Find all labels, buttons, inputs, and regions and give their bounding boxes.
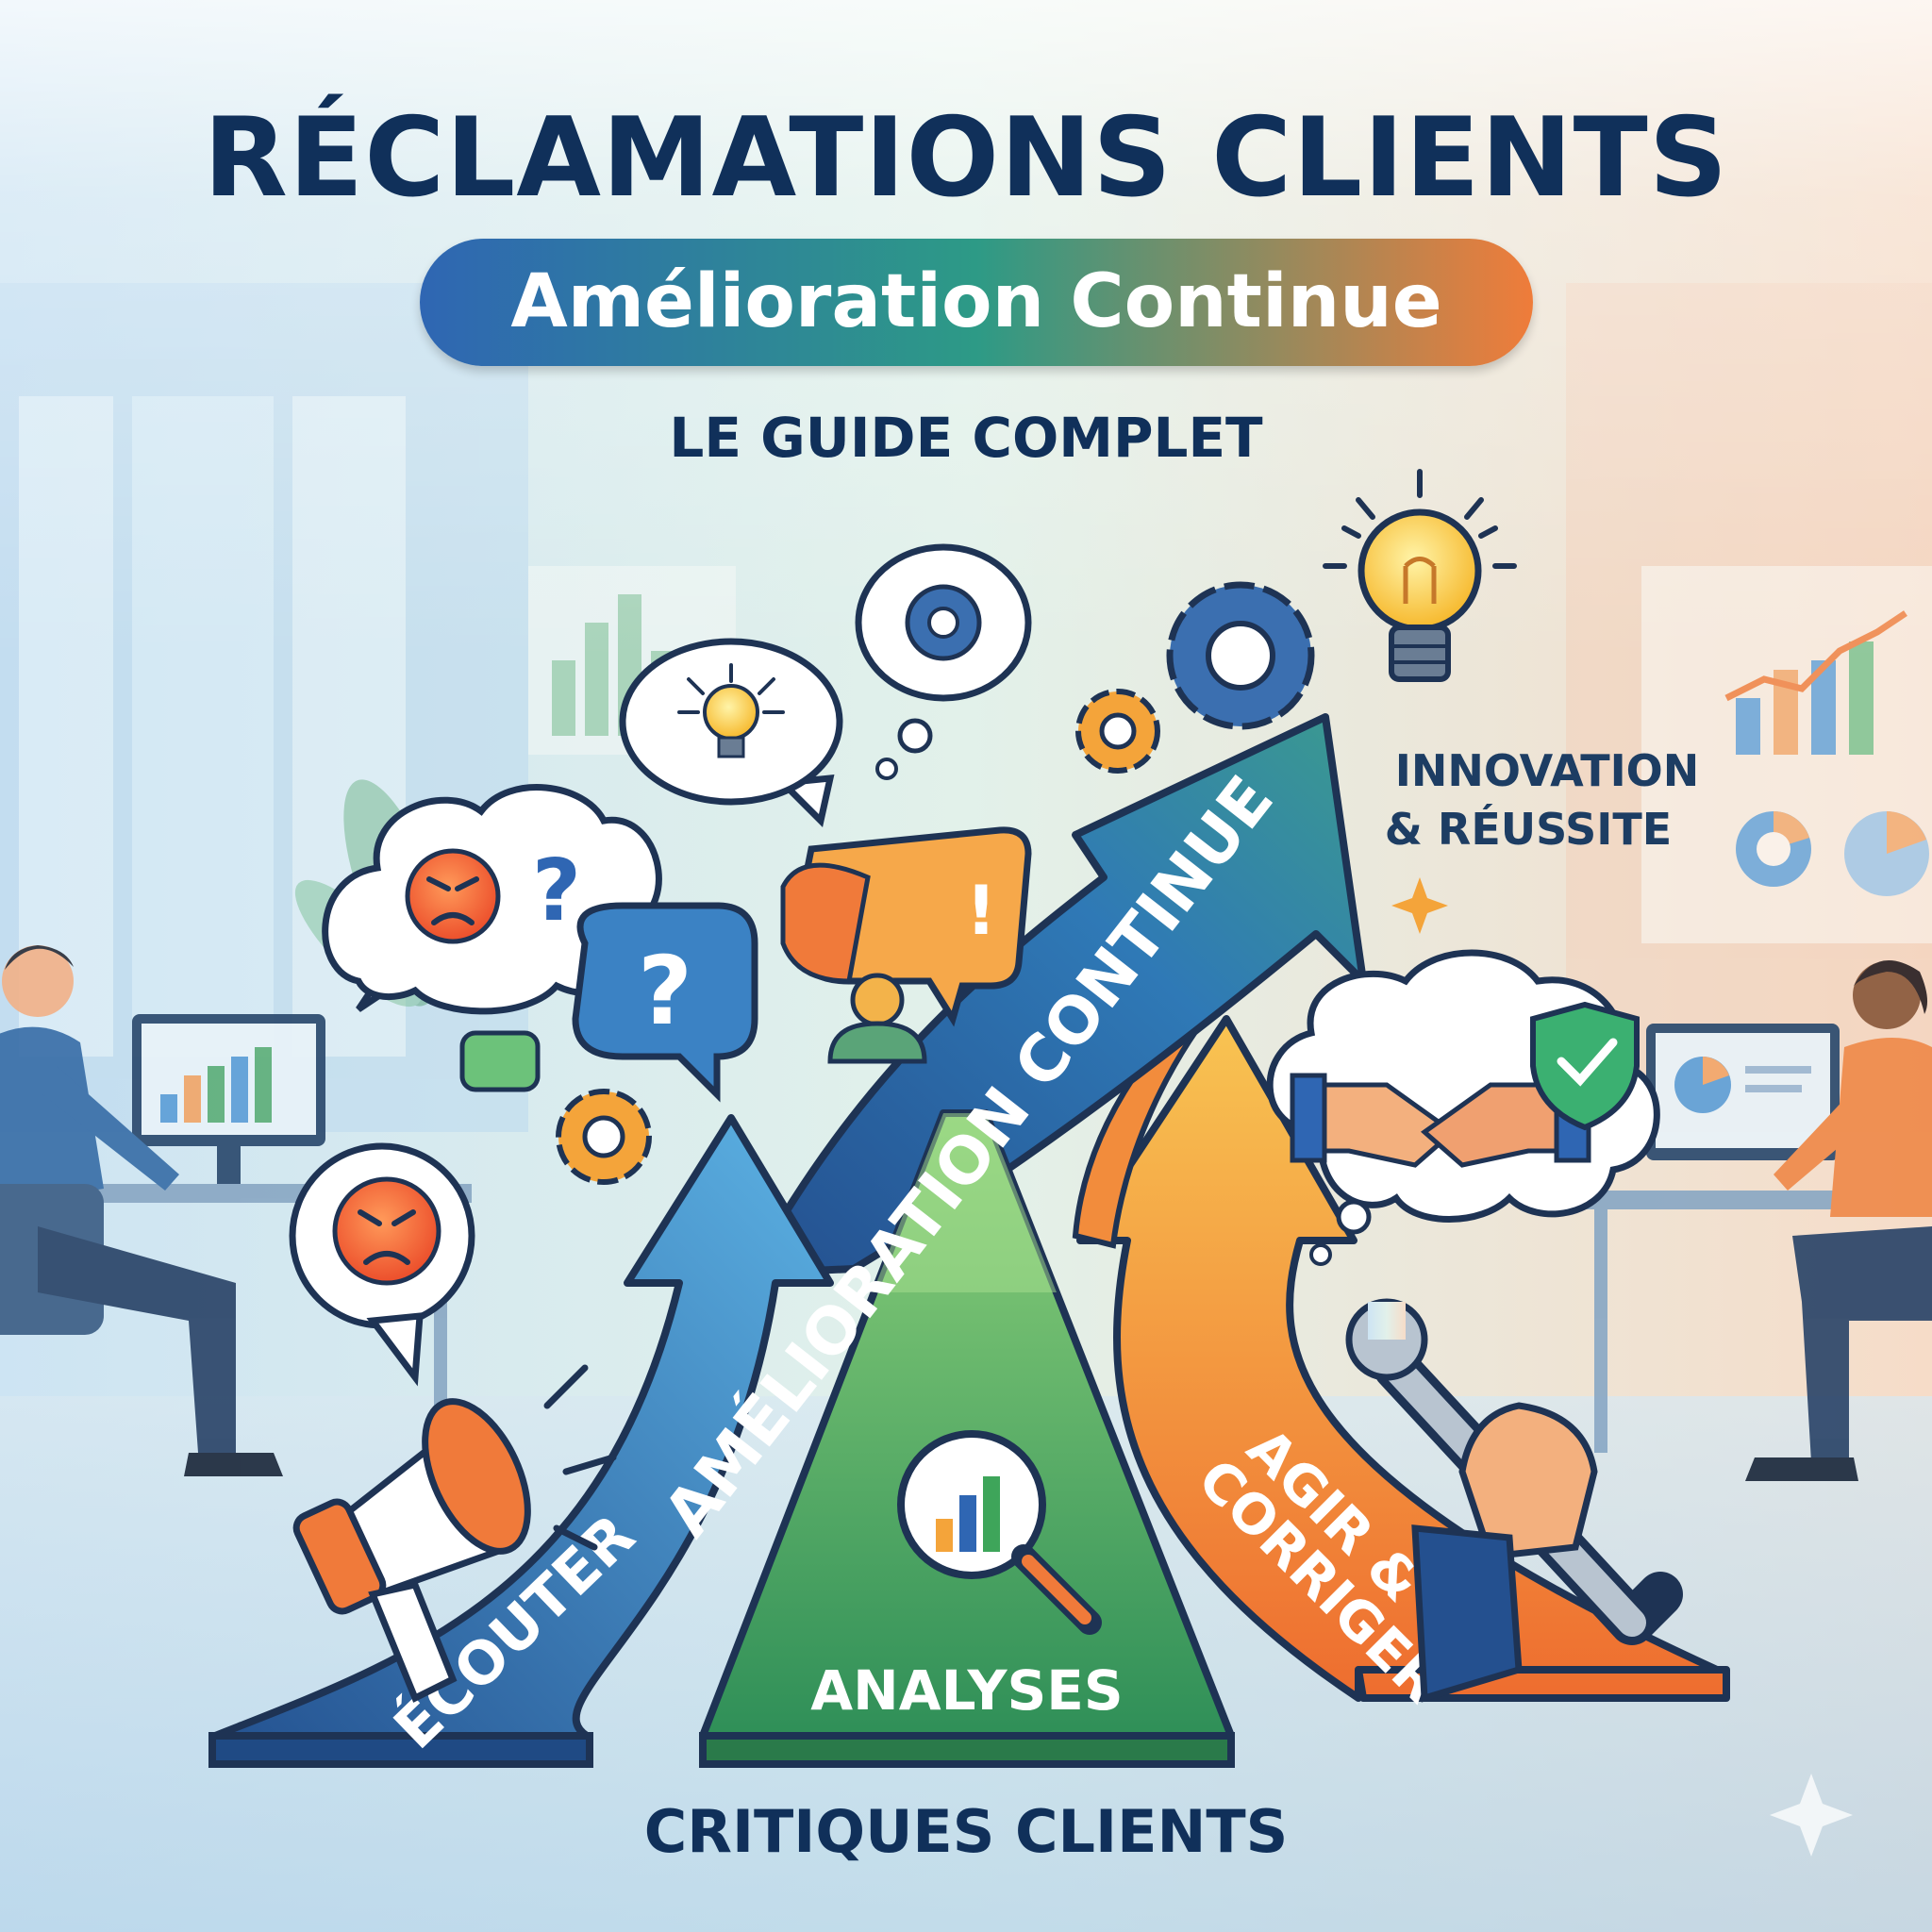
angry-face-icon <box>332 1176 441 1286</box>
user-icon <box>827 973 927 1064</box>
gear-bubble <box>855 543 1032 780</box>
question-bubble: ? <box>572 902 758 1103</box>
page-title: RÉCLAMATIONS CLIENTS <box>203 94 1729 222</box>
subtitle-pill: Amélioration Continue <box>420 239 1533 366</box>
subtitle-pill-text: Amélioration Continue <box>510 259 1442 344</box>
idea-bubble <box>619 638 843 827</box>
analyze-arrow-label: ANALYSES <box>810 1658 1123 1723</box>
wall-chart-right <box>1724 610 1929 896</box>
act-correct-arrow <box>1076 1015 1730 1702</box>
hand <box>1411 1402 1598 1703</box>
magnifier-chart-icon <box>897 1430 1102 1635</box>
partnership-cloud <box>1266 949 1660 1266</box>
question-mark-icon: ? <box>532 841 581 941</box>
shield-check-icon <box>1530 1001 1640 1131</box>
complaint-cloud: ? <box>322 784 662 1015</box>
sparkle-icon <box>1770 1774 1853 1857</box>
guide-subtitle: LE GUIDE COMPLET <box>669 406 1263 470</box>
worker-right <box>1575 960 1932 1481</box>
listen-arrow-base <box>208 1732 593 1768</box>
angry-face-icon <box>405 848 501 944</box>
analyze-arrow-base <box>699 1732 1235 1768</box>
gear-icon <box>556 1089 652 1185</box>
small-green-bubble <box>459 1030 541 1092</box>
innovation-label-line1: INNOVATION <box>1394 745 1700 796</box>
sparkle-icon <box>1391 877 1448 934</box>
angry-bubble <box>289 1142 475 1387</box>
gear-icon <box>1075 689 1160 774</box>
worker-left <box>0 945 472 1476</box>
footer-label: CRITIQUES CLIENTS <box>643 1797 1289 1866</box>
question-mark-icon: ? <box>638 936 692 1046</box>
innovation-label-line2: & RÉUSSITE <box>1384 804 1673 855</box>
megaphone-icon <box>292 1364 617 1703</box>
lightbulb-icon <box>1323 469 1517 682</box>
exclamation-bubble: ! <box>780 826 1032 1027</box>
gear-icon <box>1166 581 1315 730</box>
lightbulb-icon <box>703 684 759 741</box>
exclamation-icon: ! <box>966 871 997 950</box>
